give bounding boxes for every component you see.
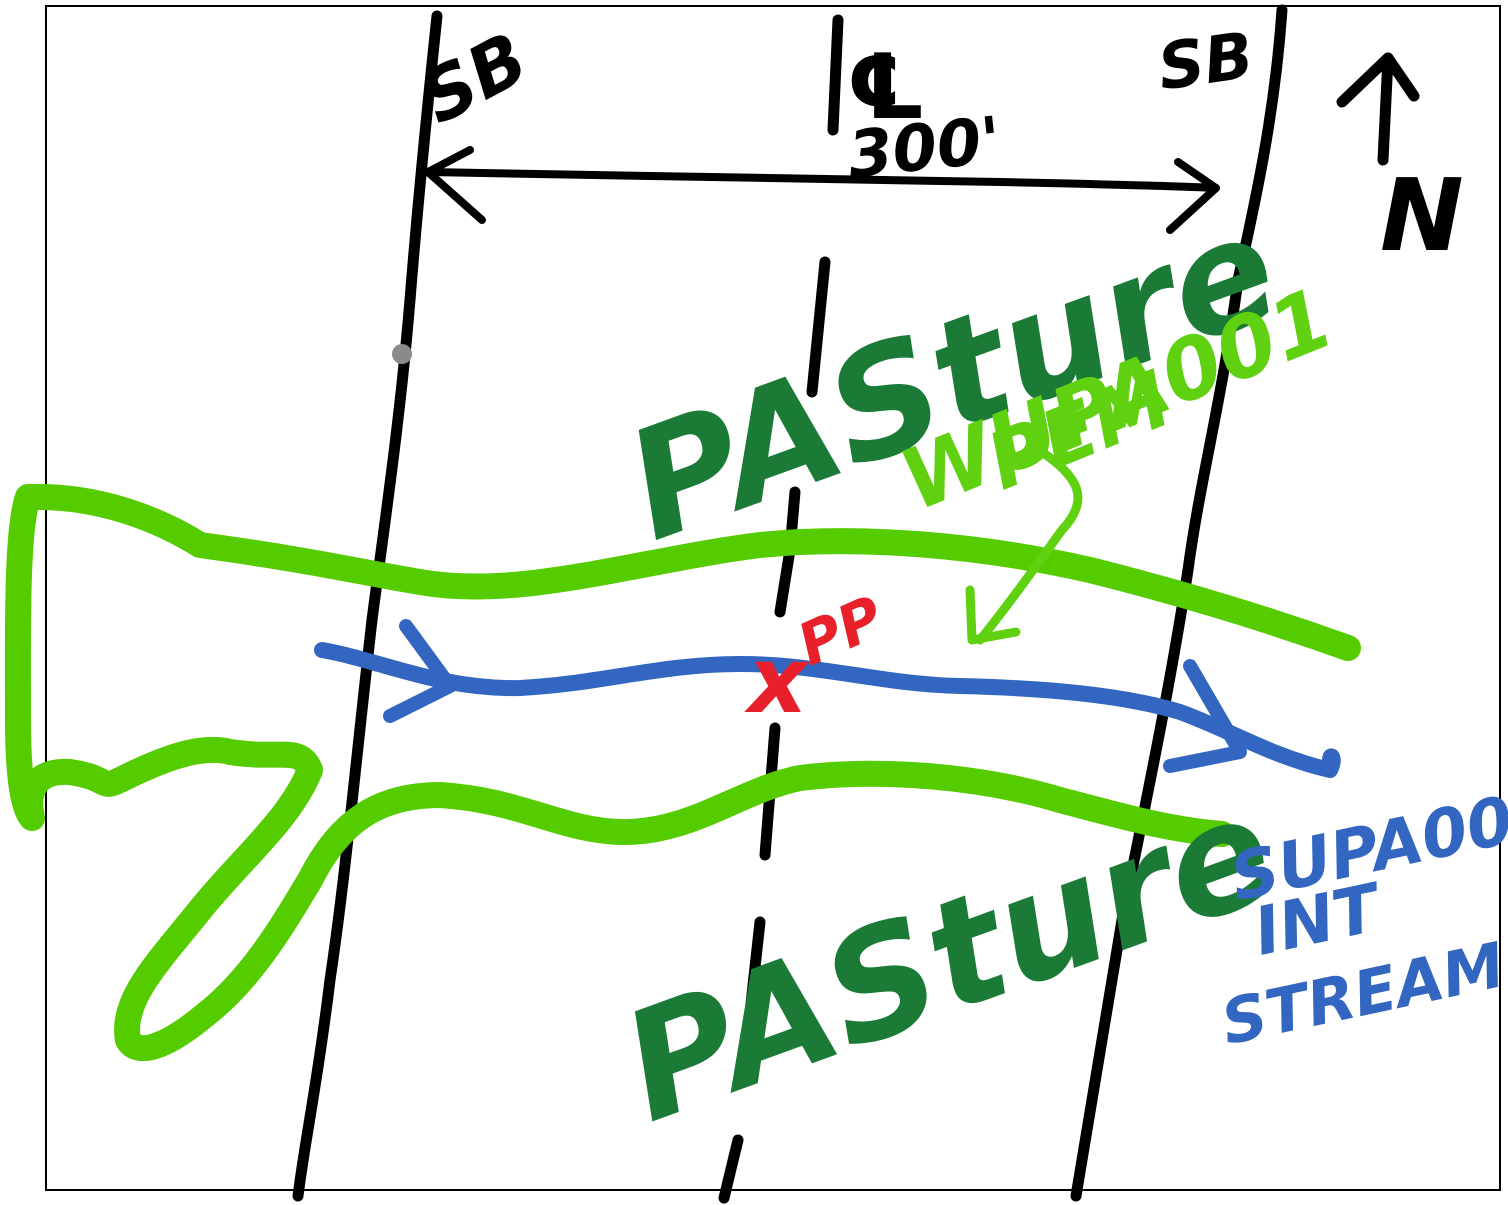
- stream-flow-arrowhead-left: [383, 619, 457, 723]
- centerline-dash-6: [718, 1134, 744, 1204]
- width-dimension-line: [424, 168, 1220, 192]
- north-label: N: [1380, 157, 1464, 274]
- reference-dot: [392, 344, 412, 364]
- centerline-dash-1: [827, 14, 844, 136]
- strip-boundary-right-line: [1070, 4, 1288, 1202]
- centerline-label: ℄: [846, 35, 927, 140]
- wetland-boundary: [4, 483, 1361, 1062]
- stream-flow-arrowhead-right: [1163, 659, 1247, 773]
- north-arrow-shaft: [1377, 52, 1394, 166]
- centerline-dash-2: [806, 256, 831, 398]
- point-marker: x: [744, 627, 810, 734]
- strip-boundary-left-line: [292, 10, 443, 1202]
- centerline-dash-5: [739, 916, 766, 1064]
- wetland-leader-arrowhead: [965, 585, 1021, 645]
- stream-line: [314, 642, 1341, 778]
- dimension-arrowhead-left: [424, 146, 486, 224]
- north-arrow-head: [1336, 52, 1420, 108]
- dimension-arrowhead-right: [1166, 158, 1220, 234]
- wetland-leader-arrow: [975, 447, 1083, 645]
- width-label: 300': [845, 104, 1005, 194]
- drawing-frame: [45, 5, 1501, 1191]
- strip-boundary-right-label: SB: [1154, 19, 1258, 105]
